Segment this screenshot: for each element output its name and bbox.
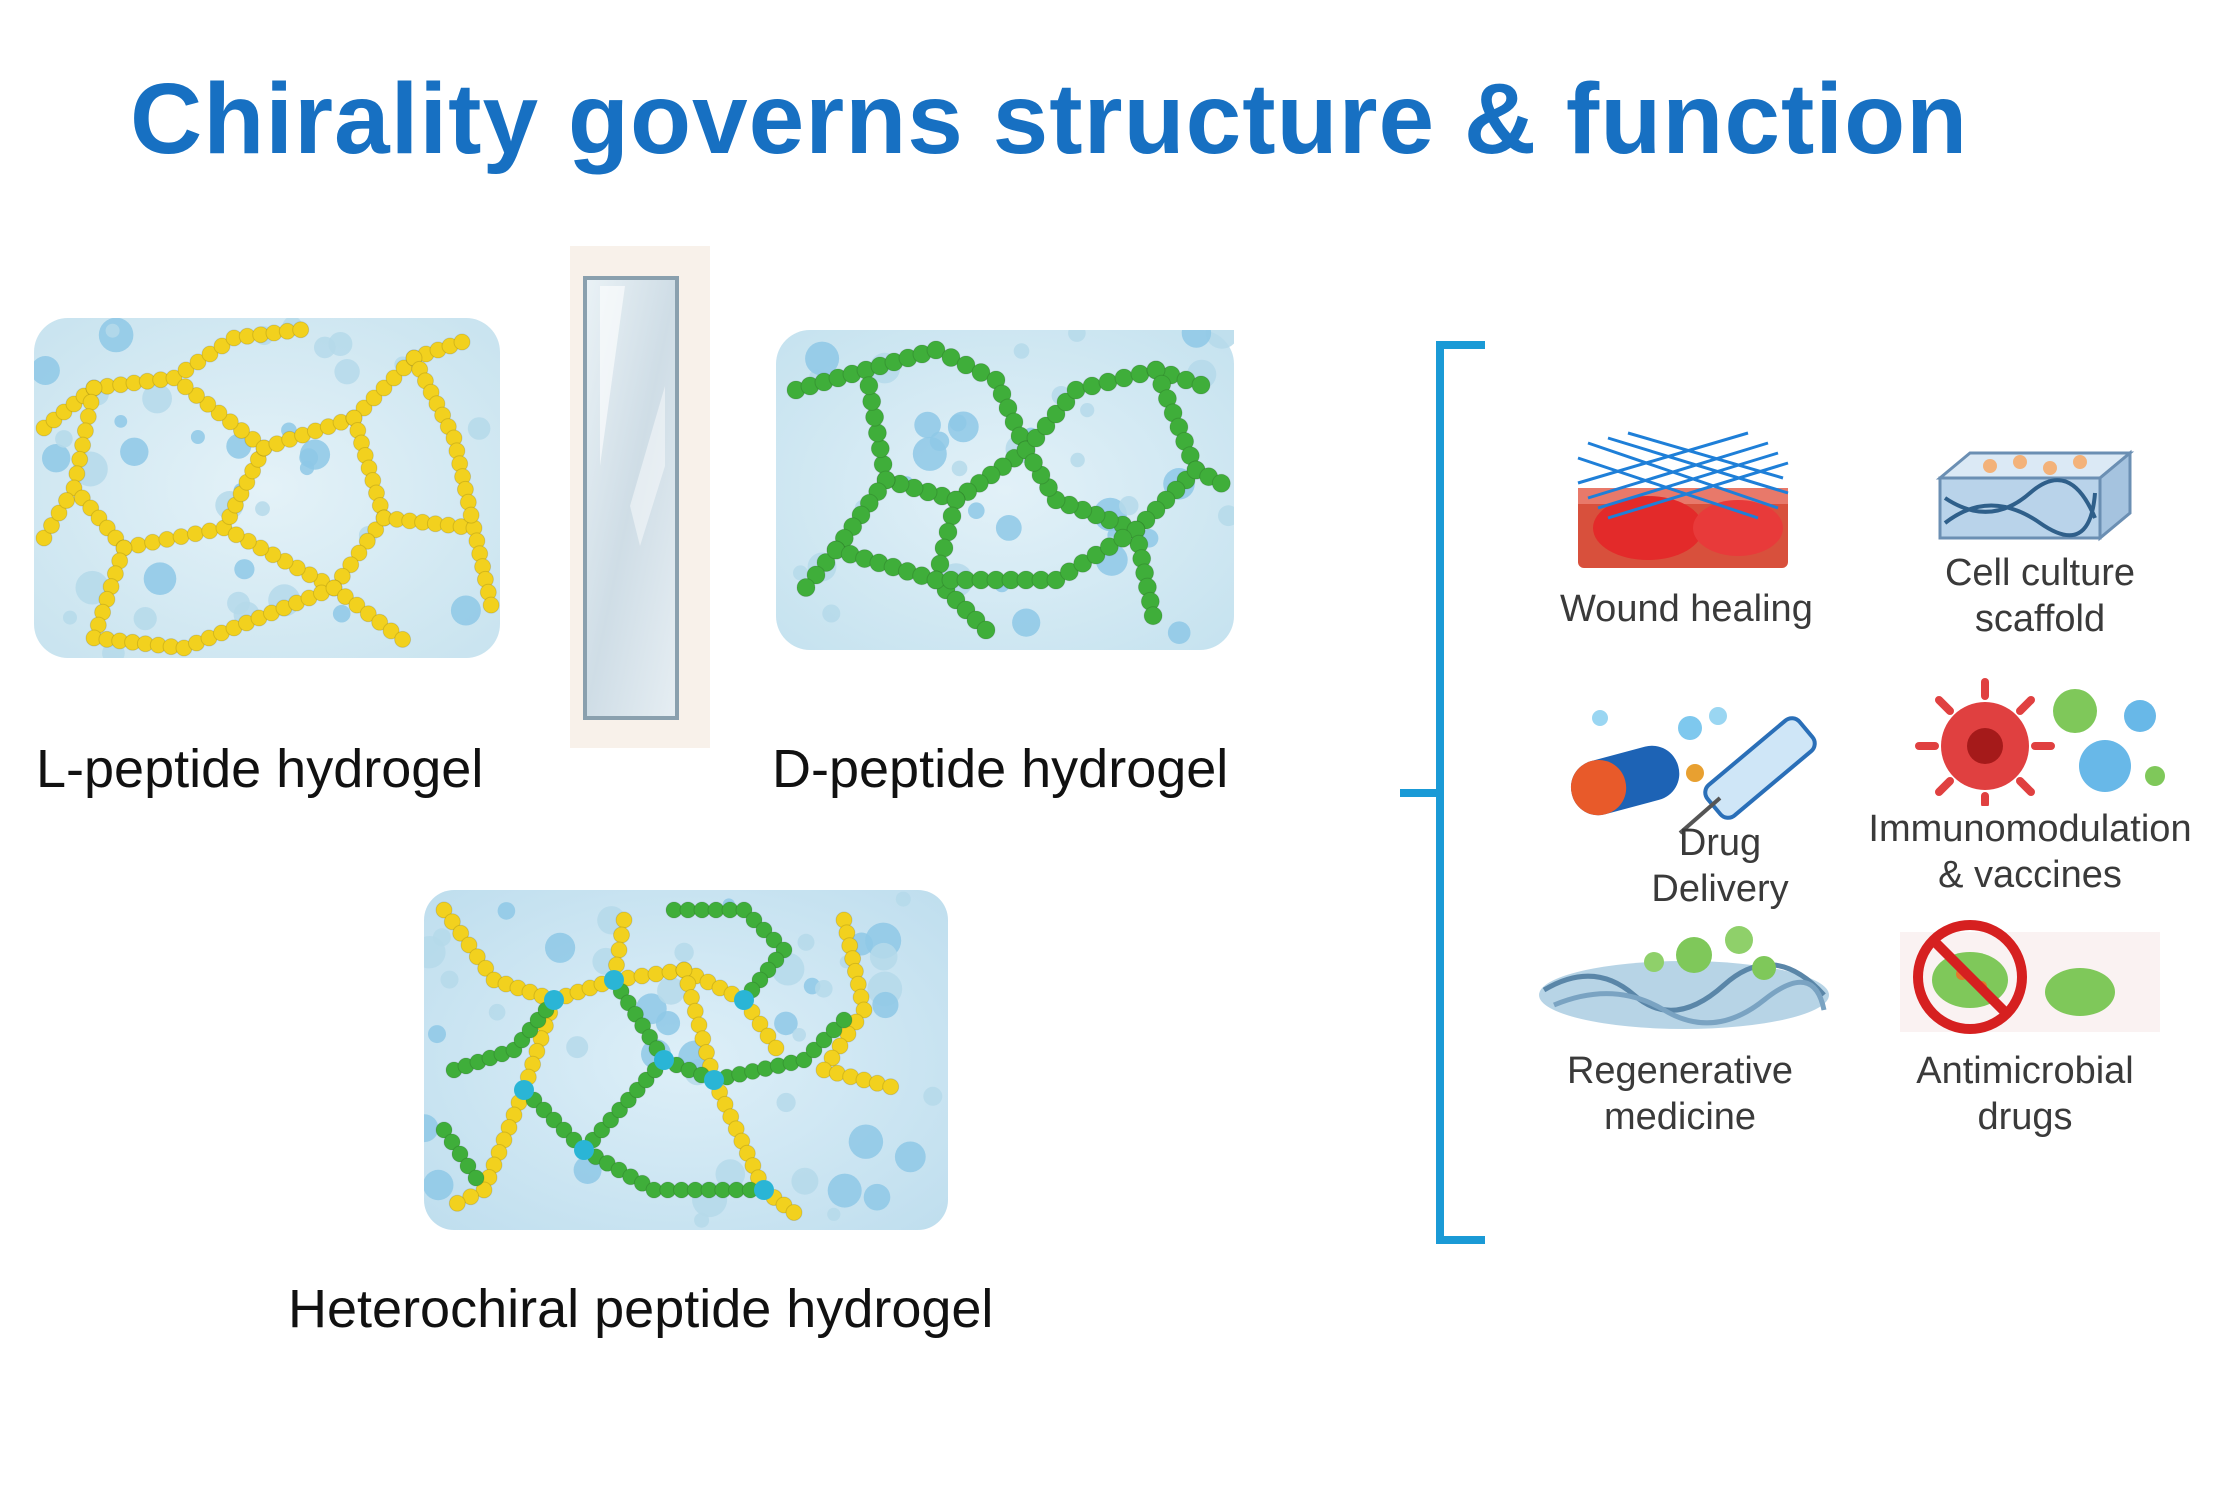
- app-label-drug-delivery: Drug Delivery: [1651, 822, 1789, 910]
- heterochiral-peptide-hydrogel-label: Heterochiral peptide hydrogel: [288, 1279, 994, 1339]
- app-label-immunomodulation: Immunomodulation & vaccines: [1868, 808, 2192, 896]
- l-peptide-hydrogel-label: L-peptide hydrogel: [36, 739, 484, 799]
- bracket: [1400, 341, 1485, 1244]
- app-label-wound-healing: Wound healing: [1560, 588, 1813, 630]
- regenerative-medicine-icon: [1534, 910, 1834, 1045]
- cell-culture-scaffold-icon: [1930, 438, 2140, 553]
- d-peptide-hydrogel-image: [776, 330, 1234, 650]
- drug-delivery-icon: [1560, 698, 1850, 843]
- app-label-regenerative-medicine: Regenerative medicine: [1566, 1050, 1794, 1138]
- app-label-antimicrobial: Antimicrobial drugs: [1916, 1050, 2134, 1138]
- immunomodulation-icon: [1905, 676, 2175, 811]
- antimicrobial-icon: [1900, 912, 2160, 1047]
- heterochiral-peptide-hydrogel-image: [424, 890, 948, 1230]
- d-peptide-hydrogel-label: D-peptide hydrogel: [772, 739, 1229, 799]
- slide-title: Chirality governs structure & function: [130, 63, 1969, 175]
- mirror-plate: [570, 246, 710, 748]
- l-peptide-hydrogel-image: [34, 318, 500, 658]
- wound-healing-icon: [1568, 428, 1798, 583]
- app-label-cell-culture: Cell culture scaffold: [1944, 552, 2136, 640]
